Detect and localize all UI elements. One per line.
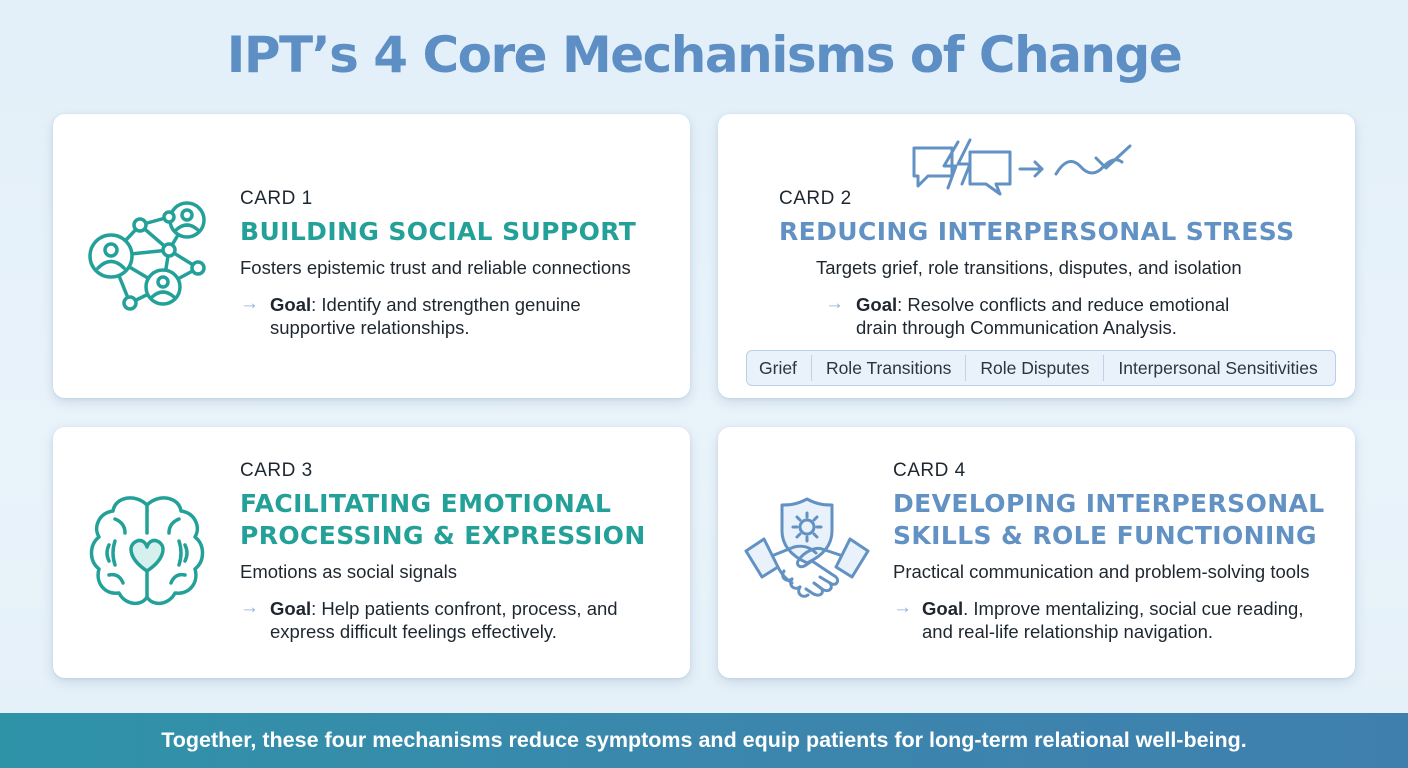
card-building-social-support: CARD 1 BUILDING SOCIAL SUPPORT Fosters e… <box>53 114 690 398</box>
goal-arrow-icon: → <box>240 597 259 618</box>
card-number: CARD 1 <box>240 188 313 209</box>
goal-label: Goal <box>270 598 312 619</box>
card-heading: BUILDING SOCIAL SUPPORT <box>240 217 637 246</box>
brain-heart-icon <box>89 496 205 606</box>
goal-text-line-2: supportive relationships. <box>270 317 470 338</box>
goal-separator: : <box>311 598 317 619</box>
goal-separator: : <box>311 294 317 315</box>
card-developing-interpersonal-skills: CARD 4 DEVELOPING INTERPERSONAL SKILLS &… <box>718 427 1355 678</box>
tag-grief: Grief <box>759 358 797 378</box>
tag-role-disputes: Role Disputes <box>965 355 1103 381</box>
card-goal: Goal: Help patients confront, process, a… <box>270 597 618 643</box>
card-heading-line-1: FACILITATING EMOTIONAL <box>240 489 612 518</box>
card-heading-line-2: SKILLS & ROLE FUNCTIONING <box>893 521 1317 550</box>
card-goal: Goal. Improve mentalizing, social cue re… <box>922 597 1304 643</box>
goal-label: Goal <box>856 294 898 315</box>
goal-arrow-icon: → <box>825 293 844 314</box>
goal-text-line-2: and real-life relationship navigation. <box>922 621 1214 642</box>
card-number: CARD 3 <box>240 460 313 481</box>
card-reducing-interpersonal-stress: CARD 2 REDUCING INTERPERSONAL STRESS Tar… <box>718 114 1355 398</box>
card-subtitle: Fosters epistemic trust and reliable con… <box>240 257 631 278</box>
goal-text-line-2: express difficult feelings effectively. <box>270 621 557 642</box>
card-number: CARD 2 <box>779 188 852 209</box>
summary-footer: Together, these four mechanisms reduce s… <box>0 713 1408 768</box>
page-title: IPT’s 4 Core Mechanisms of Change <box>226 26 1183 84</box>
card-heading: REDUCING INTERPERSONAL STRESS <box>779 217 1295 246</box>
goal-arrow-icon: → <box>893 597 912 618</box>
handshake-shield-icon <box>744 497 870 598</box>
card-goal: Goal: Identify and strengthen genuine su… <box>270 293 581 339</box>
card-goal: Goal: Resolve conflicts and reduce emoti… <box>856 293 1229 339</box>
goal-separator: : <box>897 294 903 315</box>
network-people-icon <box>88 201 206 311</box>
card-number: CARD 4 <box>893 460 966 481</box>
goal-label: Goal <box>922 598 964 619</box>
card-subtitle: Emotions as social signals <box>240 561 457 582</box>
goal-text-line-1: Improve mentalizing, social cue reading, <box>973 598 1304 619</box>
tag-role-transitions: Role Transitions <box>810 355 965 381</box>
goal-separator: . <box>963 598 969 619</box>
card-heading-line-2: PROCESSING & EXPRESSION <box>240 521 646 550</box>
problem-area-tags: Grief Role Transitions Role Disputes Int… <box>746 350 1336 386</box>
tag-interpersonal-sensitivities: Interpersonal Sensitivities <box>1103 355 1331 381</box>
goal-label: Goal <box>270 294 312 315</box>
card-subtitle: Targets grief, role transitions, dispute… <box>816 257 1242 278</box>
card-subtitle: Practical communication and problem-solv… <box>893 561 1310 582</box>
goal-text-line-1: Identify and strengthen genuine <box>321 294 581 315</box>
card-facilitating-emotional-processing: CARD 3 FACILITATING EMOTIONAL PROCESSING… <box>53 427 690 678</box>
conflict-resolution-icon <box>912 138 1132 196</box>
card-heading-line-1: DEVELOPING INTERPERSONAL <box>893 489 1325 518</box>
goal-arrow-icon: → <box>240 293 259 314</box>
goal-text-line-1: Resolve conflicts and reduce emotional <box>907 294 1230 315</box>
goal-text-line-2: drain through Communication Analysis. <box>856 317 1177 338</box>
goal-text-line-1: Help patients confront, process, and <box>321 598 618 619</box>
